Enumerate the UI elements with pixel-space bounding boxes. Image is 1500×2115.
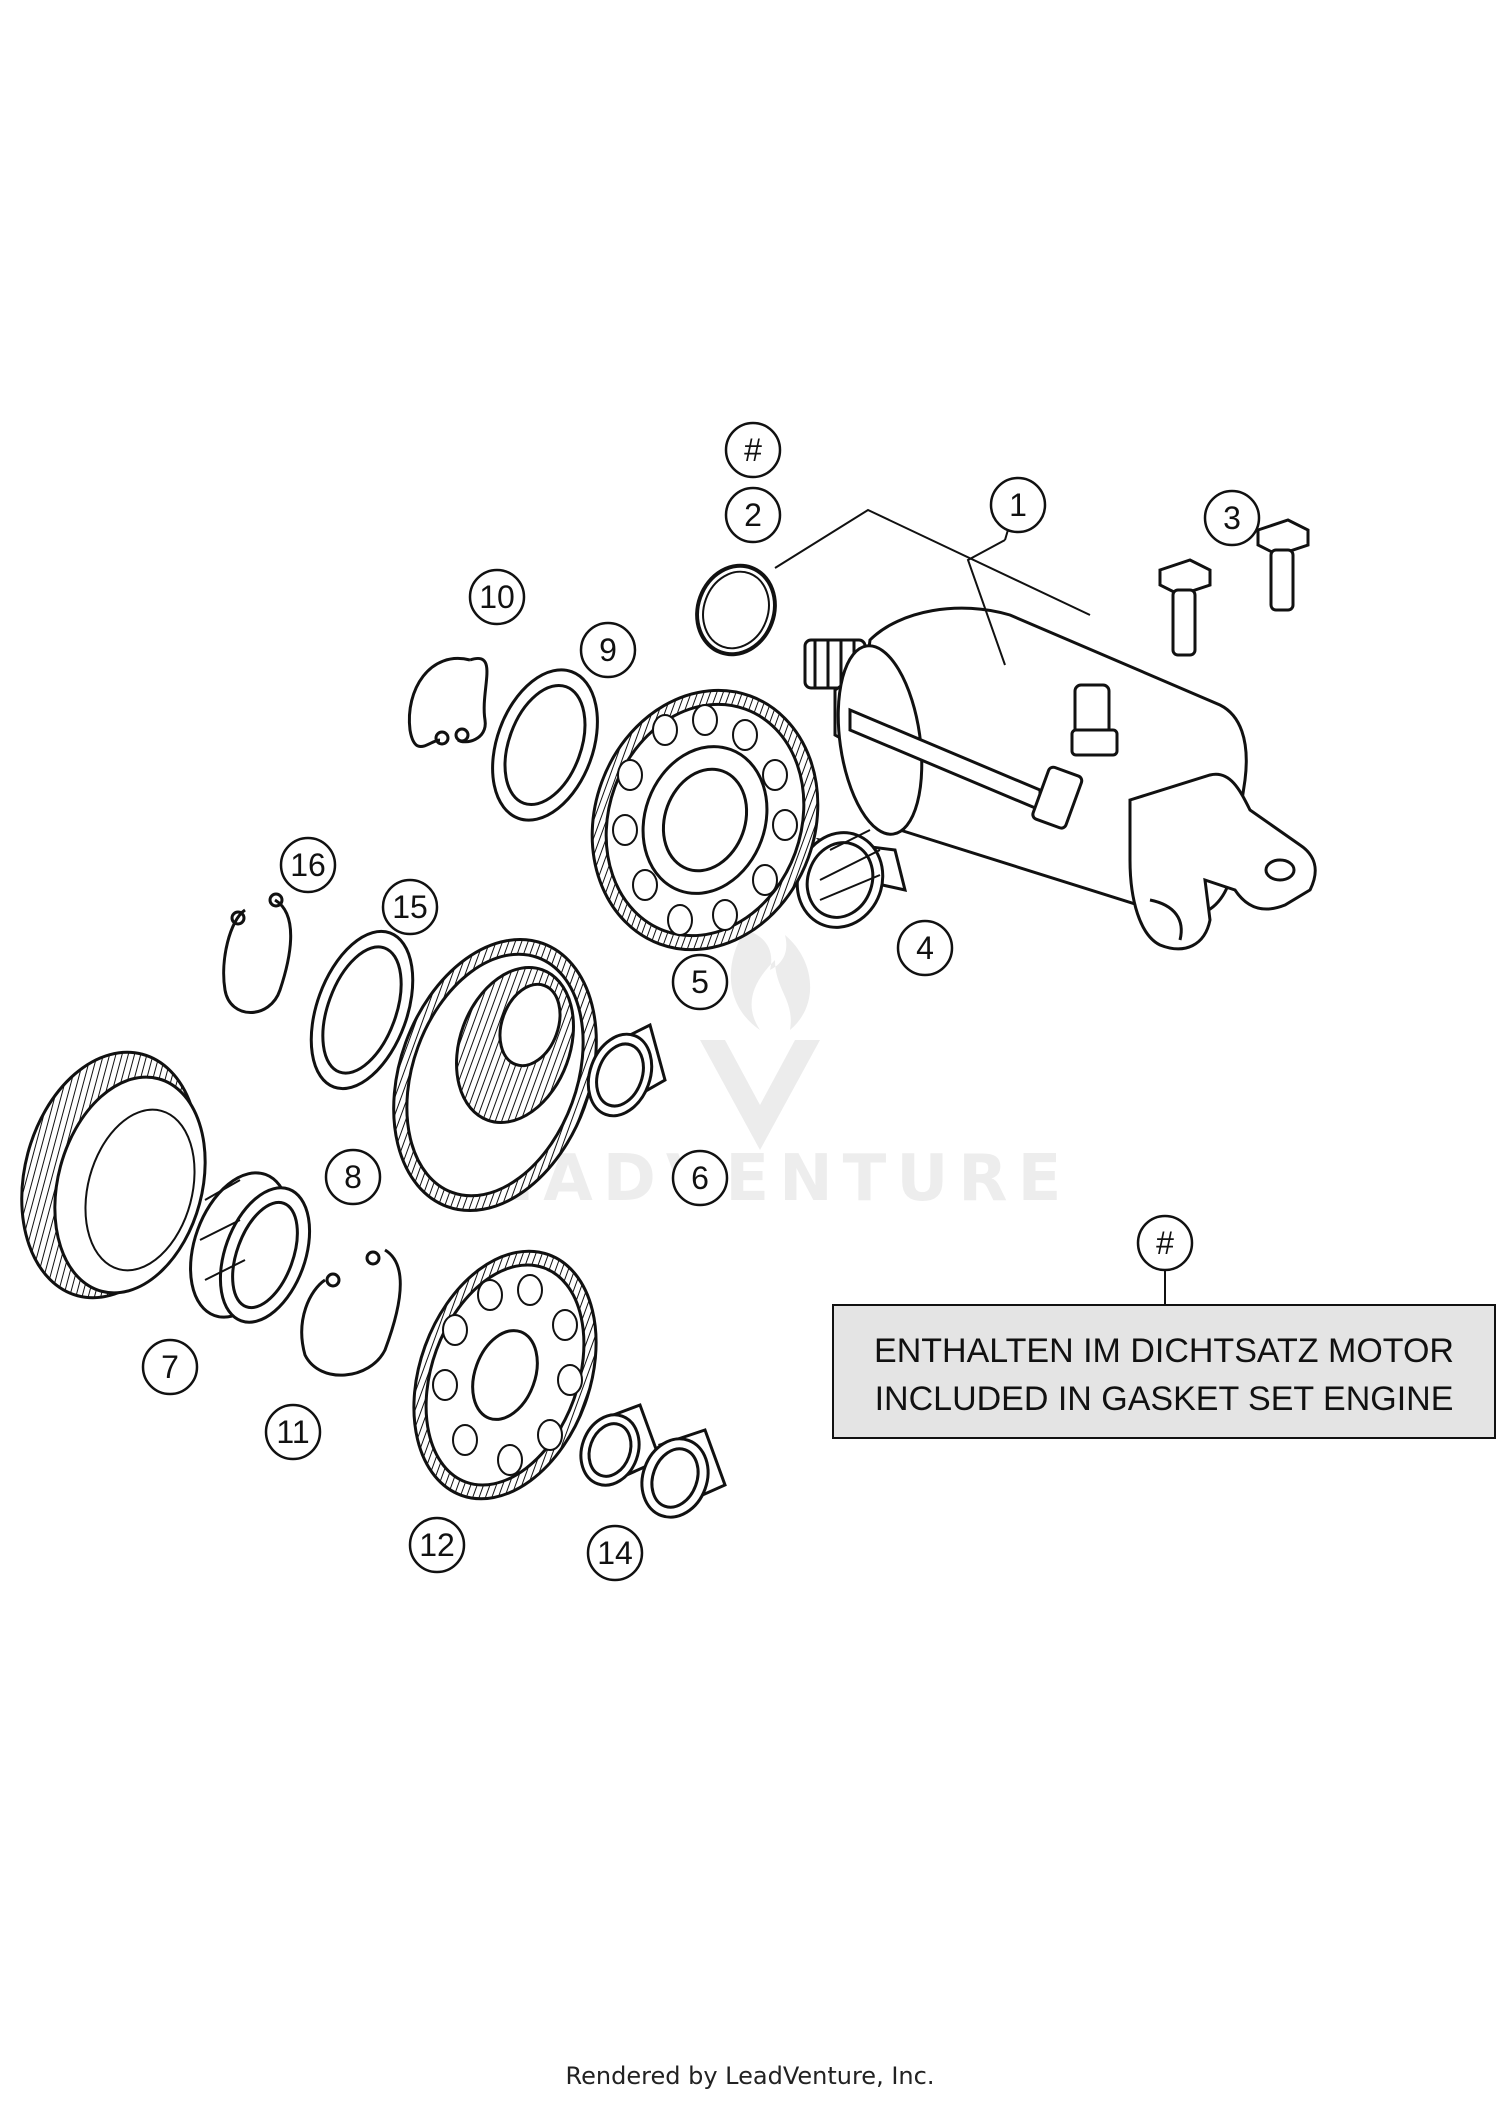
svg-text:14: 14 [597, 1535, 633, 1571]
svg-text:7: 7 [161, 1349, 179, 1385]
callouts: # 2 1 3 10 9 16 15 4 5 8 6 7 11 12 14 # [141, 421, 1261, 1582]
callout-5: 5 [671, 953, 729, 1011]
svg-text:6: 6 [691, 1160, 709, 1196]
svg-text:10: 10 [479, 579, 515, 615]
legend-line-1: ENTHALTEN IM DICHTSATZ MOTOR [874, 1332, 1454, 1370]
svg-text:16: 16 [290, 847, 326, 883]
needle-bearing-4 [795, 829, 908, 929]
callout-16: 16 [279, 836, 337, 894]
svg-text:#: # [1156, 1225, 1174, 1261]
svg-text:11: 11 [276, 1414, 309, 1450]
callout-2: 2 [724, 486, 782, 544]
callout-14: 14 [586, 1524, 644, 1582]
callout-9: 9 [579, 621, 637, 679]
svg-text:12: 12 [419, 1527, 455, 1563]
washer-15 [309, 929, 415, 1091]
svg-text:8: 8 [344, 1159, 362, 1195]
callout-12: 12 [408, 1516, 466, 1574]
callout-hash-top: # [724, 421, 782, 479]
callout-11: 11 [264, 1403, 322, 1461]
callout-10: 10 [468, 568, 526, 626]
callout-3: 3 [1203, 489, 1261, 547]
starter-drive-gear [20, 1050, 207, 1300]
circlip-16 [222, 892, 293, 1014]
footer-credit: Rendered by LeadVenture, Inc. [565, 2062, 935, 2090]
svg-text:2: 2 [744, 497, 762, 533]
o-ring [695, 563, 777, 657]
intermediate-gear-5 [590, 688, 820, 952]
svg-text:4: 4 [916, 930, 934, 966]
circlip-11 [300, 1248, 402, 1377]
starter-mounting-bolts [1158, 518, 1310, 657]
callout-7: 7 [141, 1338, 199, 1396]
intermediate-gear-8 [392, 937, 598, 1213]
legend-box: ENTHALTEN IM DICHTSATZ MOTOR INCLUDED IN… [832, 1304, 1496, 1439]
callout-6: 6 [671, 1149, 729, 1207]
callout-1: 1 [989, 476, 1047, 534]
needle-bearing-6 [586, 1022, 667, 1118]
svg-text:9: 9 [599, 632, 617, 668]
svg-text:#: # [744, 432, 762, 468]
callout-8: 8 [324, 1148, 382, 1206]
washer-9 [491, 668, 599, 822]
callout-4: 4 [896, 919, 954, 977]
callout-hash-legend: # [1136, 1214, 1194, 1272]
freewheel-7 [189, 1171, 312, 1324]
svg-text:15: 15 [392, 889, 428, 925]
circlip-10 [407, 656, 489, 748]
starter-motor [803, 606, 1317, 951]
intermediate-gear-12 [412, 1249, 598, 1501]
svg-text:5: 5 [691, 964, 709, 1000]
callout-15: 15 [381, 878, 439, 936]
svg-text:1: 1 [1009, 487, 1027, 523]
needle-bearings-14 [579, 1403, 727, 1519]
svg-text:3: 3 [1223, 500, 1241, 536]
legend-line-2: INCLUDED IN GASKET SET ENGINE [875, 1380, 1454, 1418]
